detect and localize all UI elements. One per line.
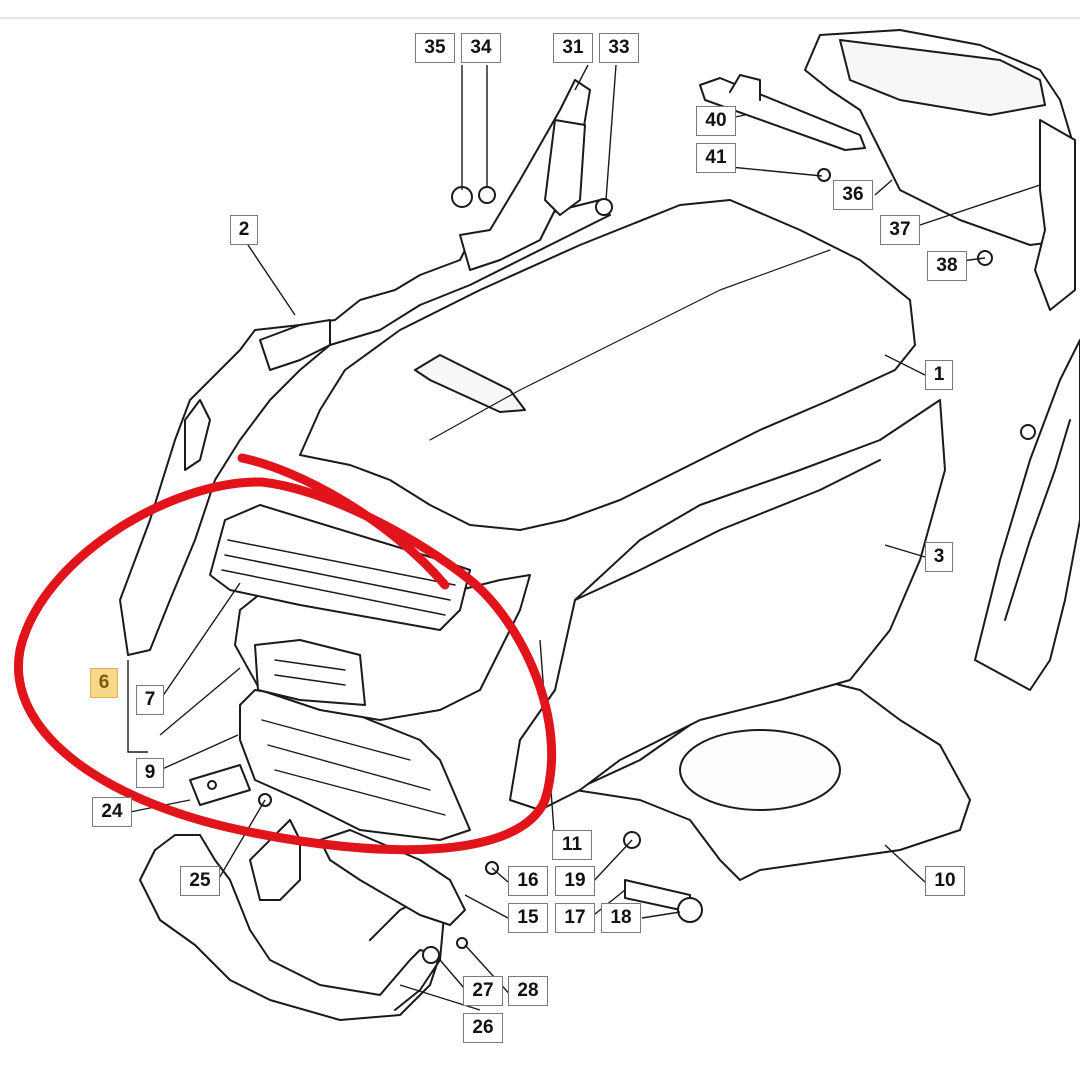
- callout-37: 37: [880, 215, 920, 245]
- part-24-hole: [207, 780, 217, 790]
- part-33-bolt: [595, 198, 613, 216]
- callout-31: 31: [553, 33, 593, 63]
- part-24-plate: [189, 764, 251, 806]
- part-6-slats: [274, 659, 346, 686]
- callout-27: 27: [463, 976, 503, 1006]
- callout-38: 38: [927, 251, 967, 281]
- callout-36: 36: [833, 180, 873, 210]
- part-3-crease: [574, 459, 881, 601]
- callout-3: 3: [925, 542, 953, 572]
- callout-24: 24: [92, 797, 132, 827]
- callout-10: 10: [925, 866, 965, 896]
- callout-18: 18: [601, 903, 641, 933]
- callout-16: 16: [508, 866, 548, 896]
- callout-17: 17: [555, 903, 595, 933]
- callout-25: 25: [180, 866, 220, 896]
- callout-19: 19: [555, 866, 595, 896]
- part-31-plate: [544, 119, 586, 216]
- callout-33: 33: [599, 33, 639, 63]
- part-28-screw: [456, 937, 468, 949]
- callout-15: 15: [508, 903, 548, 933]
- red-annotation: [14, 453, 557, 855]
- callout-28: 28: [508, 976, 548, 1006]
- red-stroke-inner: [237, 453, 450, 590]
- part-41-screw: [817, 168, 831, 182]
- callout-40: 40: [696, 106, 736, 136]
- callout-9: 9: [136, 758, 164, 788]
- callout-26: 26: [463, 1013, 503, 1043]
- callout-7: 7: [136, 685, 164, 715]
- part-2-slot: [184, 399, 211, 471]
- callout-34: 34: [461, 33, 501, 63]
- callout-35: 35: [415, 33, 455, 63]
- part-7-bars: [221, 539, 456, 616]
- callout-6-highlighted: 6: [90, 668, 118, 698]
- right-panel-hole: [1020, 424, 1036, 440]
- part-2-tab: [259, 319, 331, 371]
- part-40-strip: [699, 77, 866, 151]
- part-27-spring: [422, 946, 440, 964]
- right-side-panel: [974, 339, 1080, 691]
- part-9-ribs: [261, 719, 446, 816]
- callout-2: 2: [230, 215, 258, 245]
- part-1-hood: [299, 199, 916, 531]
- part-6-grille-lower: [254, 639, 366, 706]
- part-10-opening: [679, 729, 841, 811]
- part-36-top: [839, 39, 1046, 116]
- part-7-grille: [209, 504, 471, 631]
- red-ellipse: [14, 477, 557, 855]
- part-2-left-frame: [119, 199, 611, 656]
- callout-41: 41: [696, 143, 736, 173]
- part-1-vent: [414, 354, 526, 413]
- right-panel-rib: [1004, 419, 1071, 621]
- part-34-washer: [478, 186, 496, 204]
- part-40-clip: [729, 74, 761, 101]
- part-1-crease: [429, 249, 831, 441]
- part-36-side: [1034, 119, 1076, 311]
- part-18-knob: [677, 897, 703, 923]
- callout-1: 1: [925, 360, 953, 390]
- callout-11: 11: [552, 830, 592, 860]
